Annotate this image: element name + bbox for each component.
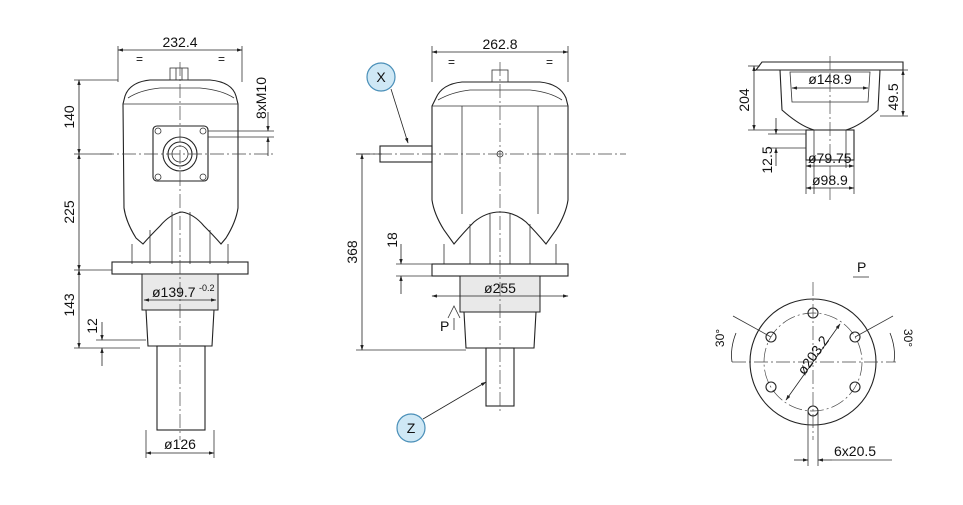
- bolt-holes: [765, 307, 861, 417]
- dim-204: 204: [736, 88, 752, 112]
- dia-79-75: ø79.75: [808, 150, 852, 166]
- dim-49-5: 49.5: [885, 83, 901, 110]
- flange-view: P ø203.2 30° 30° 6x20.5: [713, 259, 915, 466]
- front-dim-140: 140: [61, 105, 77, 129]
- front-view: 232.4 = =: [61, 34, 276, 458]
- callout-z-label: Z: [407, 420, 416, 436]
- callout-z: [396, 413, 426, 443]
- callout-x-label: X: [376, 69, 386, 85]
- callout-x: [366, 62, 396, 92]
- front-dim-12: 12: [84, 318, 100, 334]
- side-flange-label: ø255: [484, 280, 516, 296]
- front-dim-225: 225: [61, 200, 77, 224]
- svg-text:=: =: [546, 55, 553, 69]
- front-flange-label: ø139.7: [152, 284, 196, 300]
- top-right-view: ø148.9 204 49.5 12.5 ø79.75 ø98.9: [736, 56, 908, 200]
- angle-right: 30°: [901, 329, 915, 347]
- svg-text:=: =: [448, 55, 455, 69]
- front-thread-label: 8xM10: [253, 77, 269, 119]
- side-section-label: P: [440, 318, 449, 334]
- angle-left: 30°: [713, 329, 727, 347]
- dim-12-5: 12.5: [759, 146, 775, 173]
- side-dim-368: 368: [344, 240, 360, 264]
- side-view: 262.8 = = 368 18 ø255: [344, 36, 626, 443]
- front-shaft-label: ø126: [164, 436, 196, 452]
- svg-text:=: =: [136, 52, 143, 66]
- side-dim-18: 18: [384, 232, 400, 248]
- svg-text:=: =: [218, 52, 225, 66]
- side-width-dim: 262.8: [482, 36, 517, 52]
- dia-98-9: ø98.9: [812, 172, 848, 188]
- front-tolerance-label: -0.2: [199, 283, 215, 293]
- flange-view-title: P: [857, 259, 866, 275]
- front-dim-143: 143: [61, 293, 77, 317]
- holes-label: 6x20.5: [834, 443, 876, 459]
- front-width-dim: 232.4: [162, 34, 197, 50]
